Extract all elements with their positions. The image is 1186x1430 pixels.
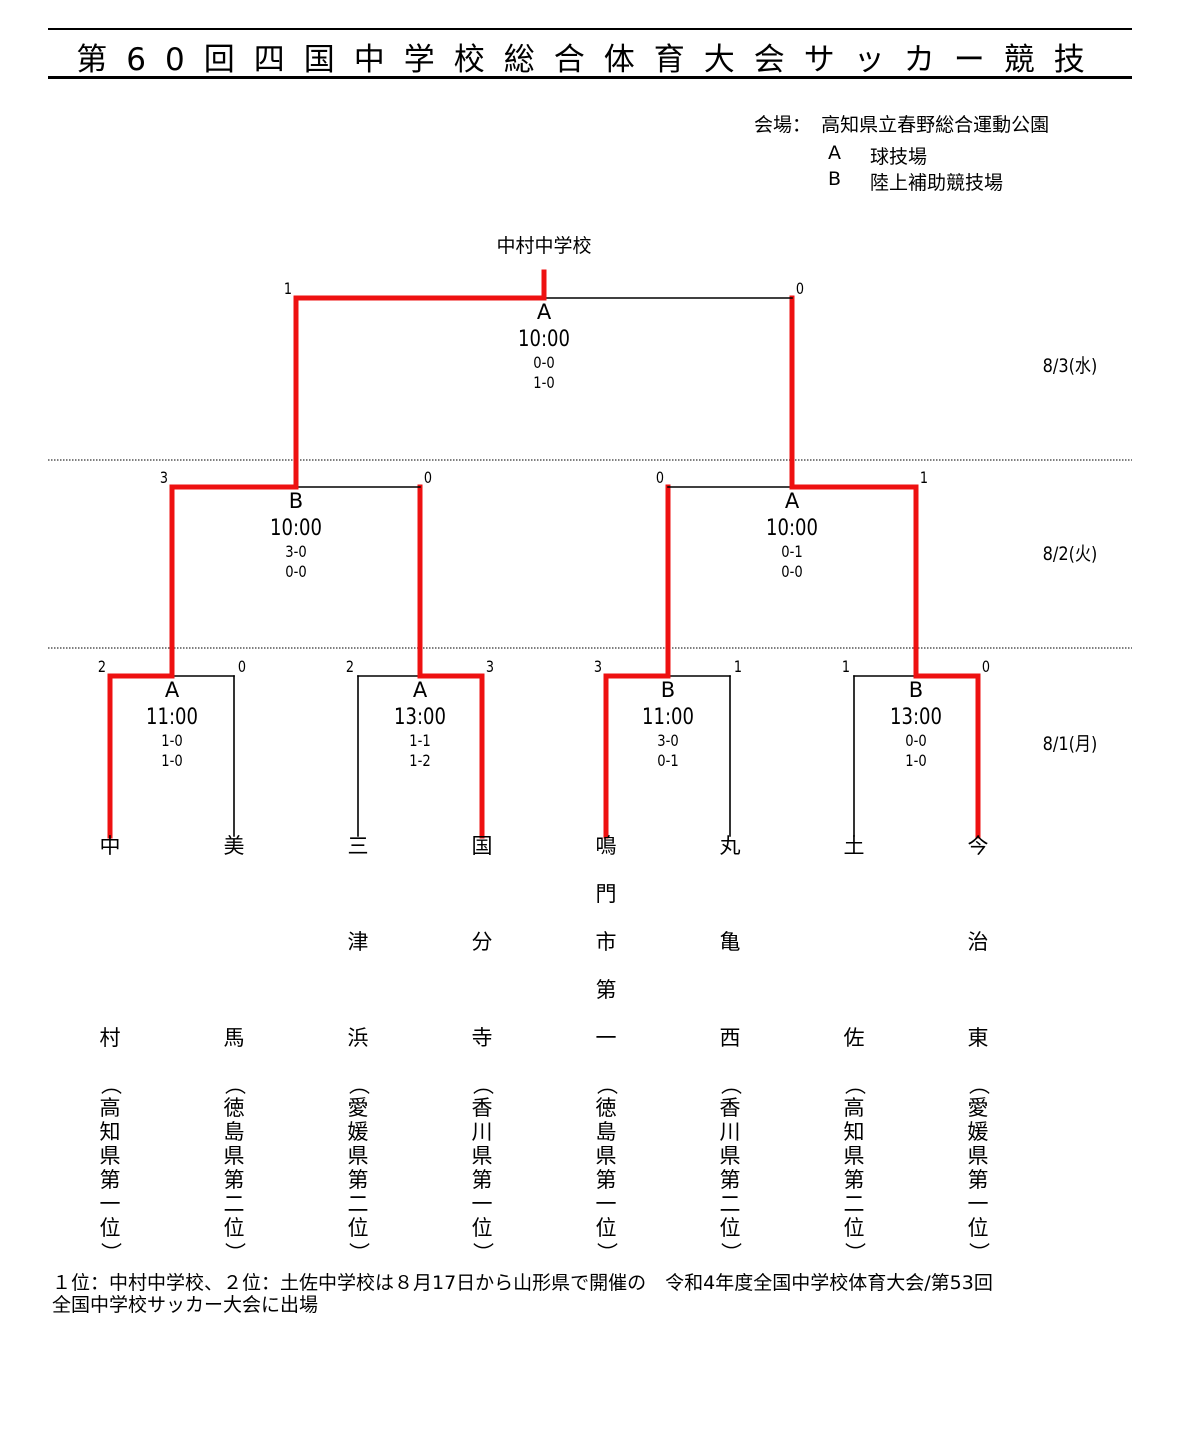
venue-field-b: B 陸上補助競技場 [828,168,1003,194]
footnote-line-2: 全国中学校サッカー大会に出場 [52,1294,319,1316]
half-score-label: 3-0 [285,543,306,562]
field-code: B [828,168,842,190]
time-label: 13:00 [890,703,942,729]
field-label: B [661,678,675,702]
venue-line: 会場： 高知県立春野総合運動公園 [754,110,1049,137]
champion-label: 中村中学校 [496,235,591,257]
venue-name: 高知県立春野総合運動公園 [821,114,1050,136]
score-label: 2 [346,659,354,677]
half-score-label: 1-0 [161,732,182,751]
half-score-label: 0-1 [657,752,678,771]
half-score-label: 0-0 [781,563,802,582]
score-label: 1 [920,470,928,488]
half-score-label: 3-0 [657,732,678,751]
date-label-final: 8/3(水) [1043,355,1098,378]
field-label: A [413,678,428,702]
score-label: 0 [796,281,804,299]
field-name: 球技場 [870,146,928,168]
score-label: 0 [238,659,246,677]
venue-field-a: A 球技場 [828,142,927,168]
half-score-label: 1-1 [409,732,430,751]
time-label: 13:00 [394,703,446,729]
time-label: 10:00 [518,325,570,351]
score-label: 1 [734,659,742,677]
field-label: A [537,300,552,324]
half-score-label: 0-0 [905,732,926,751]
date-label-semifinal: 8/2(火) [1043,544,1098,566]
score-label: 3 [486,659,494,677]
score-label: 1 [284,281,292,299]
page-title: 第60回四国中学校総合体育大会サッカー競技 [76,42,1104,78]
half-score-label: 0-1 [781,543,802,562]
title-bar: 第60回四国中学校総合体育大会サッカー競技 [48,28,1132,79]
field-name: 陸上補助競技場 [870,172,1004,194]
score-label: 2 [98,659,106,677]
score-label: 1 [842,659,850,677]
time-label: 11:00 [146,703,198,729]
date-label-quarterfinal: 8/1(月) [1043,734,1098,756]
field-code: A [828,142,841,164]
field-label: B [289,489,303,513]
half-score-label: 1-0 [161,752,182,771]
time-label: 10:00 [766,514,818,540]
time-label: 11:00 [642,703,694,729]
score-label: 3 [160,470,168,488]
field-label: B [909,678,923,702]
half-score-label: 1-2 [409,752,430,771]
score-label: 3 [594,659,602,677]
half-score-label: 0-0 [533,354,554,373]
half-score-label: 1-0 [905,752,926,771]
half-score-label: 1-0 [533,374,554,393]
score-label: 0 [656,470,664,488]
field-label: A [785,489,800,513]
score-label: 0 [982,659,990,677]
score-label: 0 [424,470,432,488]
footnote: １位：中村中学校、２位：土佐中学校は８月17日から山形県で開催の 令和4年度全国… [52,1272,1142,1316]
venue-label: 会場： [754,114,812,136]
field-label: A [165,678,180,702]
half-score-label: 0-0 [285,563,306,582]
footnote-line-1: １位：中村中学校、２位：土佐中学校は８月17日から山形県で開催の 令和4年度全国… [52,1272,993,1294]
time-label: 10:00 [270,514,322,540]
